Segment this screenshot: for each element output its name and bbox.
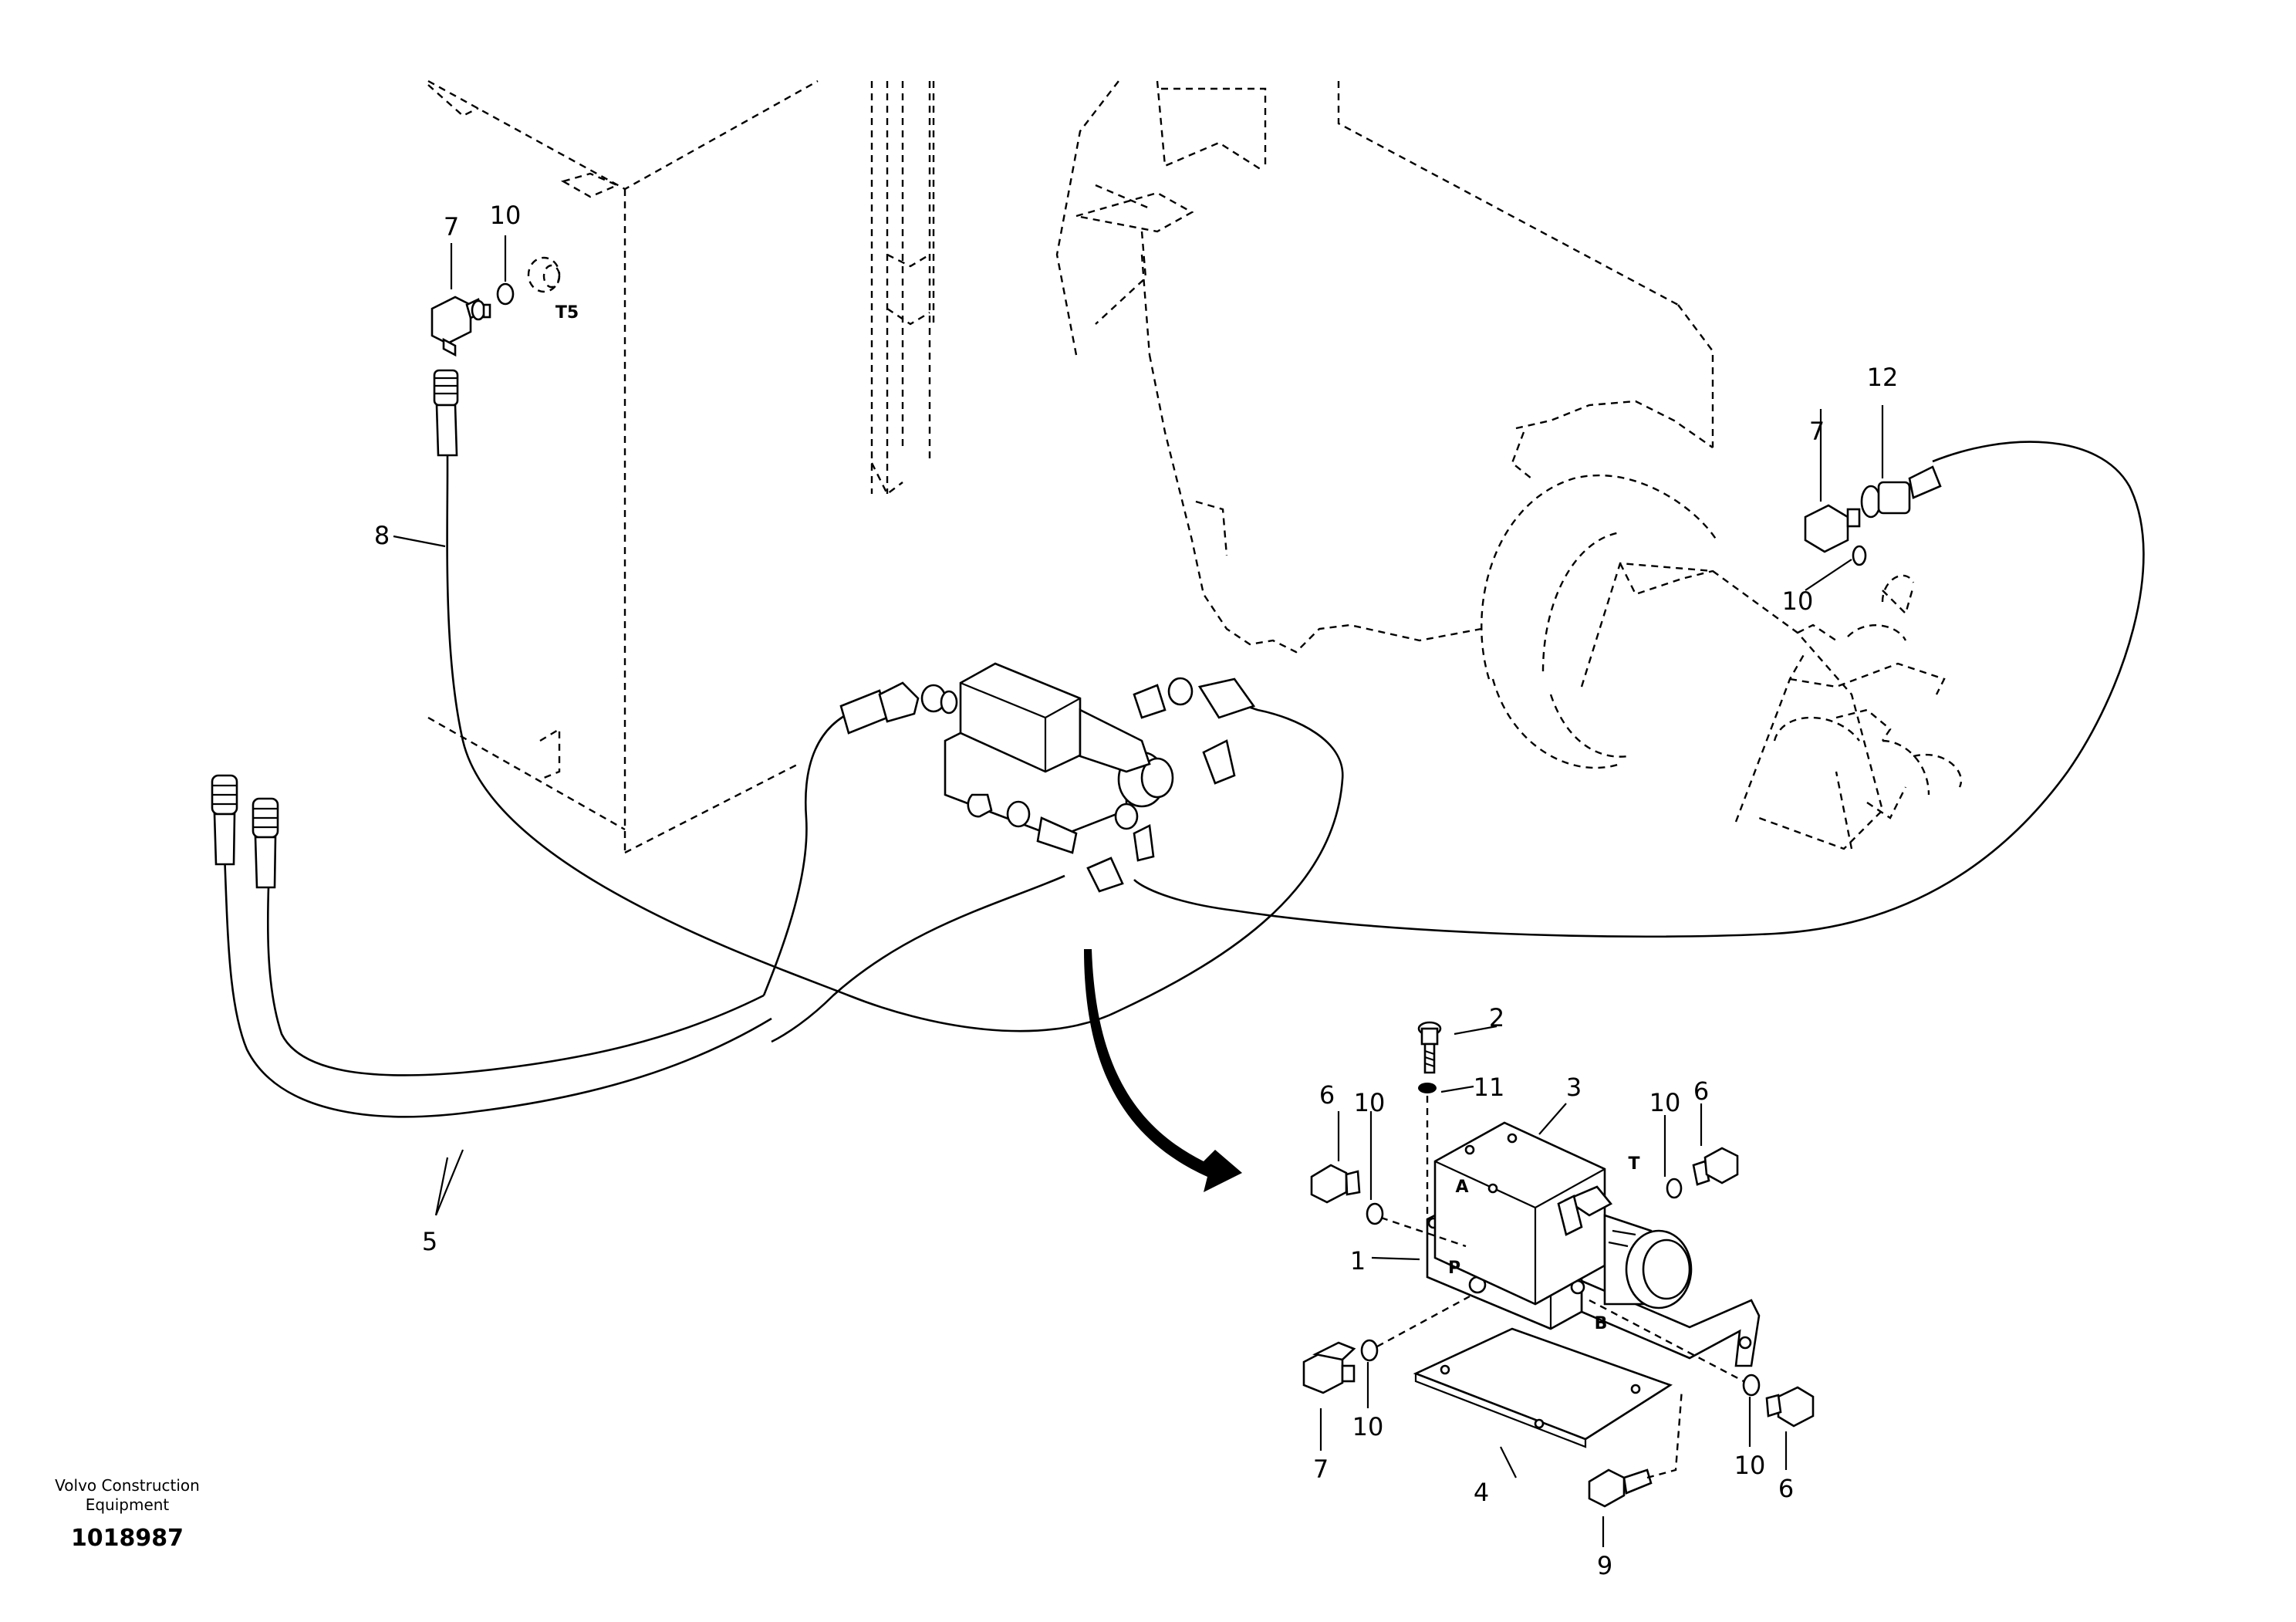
base-plate-4 [1413, 1327, 1673, 1448]
callout-10-detail-b: 10 [1649, 1088, 1681, 1117]
callout-4: 4 [1474, 1478, 1489, 1507]
hoses [222, 441, 2145, 1118]
elbow-fitting-upper-left [430, 296, 491, 357]
callout-labels: 7 10 8 5 7 12 10 2 11 3 1 6 10 10 6 7 10… [374, 201, 1899, 1580]
port-labels: T5 A T P B [555, 303, 1640, 1333]
solenoid-valve-3 [1433, 1121, 1693, 1309]
hose-5-ends [211, 774, 279, 889]
callout-6-upper-right: 6 [1693, 1076, 1709, 1106]
valve-assembly-installed [839, 662, 1256, 893]
washer-11 [1418, 1083, 1437, 1093]
callout-10-detail-a: 10 [1354, 1088, 1386, 1117]
callout-10-upper-left: 10 [490, 201, 522, 230]
o-ring-10-c [1360, 1339, 1379, 1362]
bolt-9 [1588, 1468, 1653, 1508]
o-ring-10-b [1666, 1178, 1683, 1199]
callout-3: 3 [1566, 1073, 1582, 1102]
callout-7-right: 7 [1809, 417, 1825, 446]
brand-line-1: Volvo Construction [55, 1476, 200, 1495]
title-block: Volvo Construction Equipment 1018987 [55, 1476, 200, 1552]
port-t5-outline [527, 256, 561, 293]
detail-arrow [1084, 949, 1242, 1192]
o-ring-upper-left [496, 282, 515, 306]
port-label-t5: T5 [555, 303, 579, 323]
callout-11: 11 [1474, 1073, 1505, 1102]
callout-10-detail-c: 10 [1352, 1412, 1384, 1441]
callout-7-upper-left: 7 [444, 212, 459, 242]
machine-outline [427, 79, 1962, 854]
brand-line-2: Equipment [86, 1495, 170, 1514]
callout-12: 12 [1867, 363, 1899, 392]
hose-8-fitting [433, 369, 459, 471]
document-number: 1018987 [71, 1525, 184, 1552]
callout-1: 1 [1350, 1246, 1366, 1276]
port-p-axis [1376, 1295, 1470, 1348]
o-ring-right [1852, 545, 1867, 566]
callout-10-detail-d: 10 [1734, 1451, 1766, 1480]
bolt-2 [1417, 1021, 1442, 1074]
port-label-p: P [1448, 1259, 1460, 1278]
fitting-6-lower-right [1765, 1386, 1815, 1428]
port-label-b: B [1595, 1314, 1608, 1333]
port-b-axis [1589, 1299, 1744, 1383]
port-label-t: T [1628, 1154, 1639, 1174]
callout-8: 8 [374, 521, 390, 550]
callout-9: 9 [1597, 1551, 1612, 1580]
fitting-6-upper-left [1310, 1164, 1361, 1204]
fitting-12-right [1860, 465, 1942, 519]
o-ring-10-a [1366, 1202, 1384, 1225]
fitting-6-upper-right [1692, 1147, 1739, 1186]
callout-5: 5 [422, 1227, 437, 1256]
callout-7-lower: 7 [1313, 1455, 1329, 1484]
o-ring-10-d [1742, 1374, 1761, 1397]
callout-6-lower-right: 6 [1778, 1474, 1794, 1503]
bolt-9-axis [1646, 1388, 1683, 1479]
fitting-7-lower [1302, 1341, 1356, 1394]
port-label-a: A [1455, 1178, 1468, 1197]
fitting-7-right [1804, 504, 1861, 553]
callout-6-upper-left: 6 [1319, 1080, 1335, 1110]
callout-2: 2 [1489, 1003, 1504, 1032]
leader-lines [393, 235, 1884, 1547]
callout-10-right: 10 [1782, 586, 1814, 616]
port-a-axis [1380, 1216, 1467, 1248]
